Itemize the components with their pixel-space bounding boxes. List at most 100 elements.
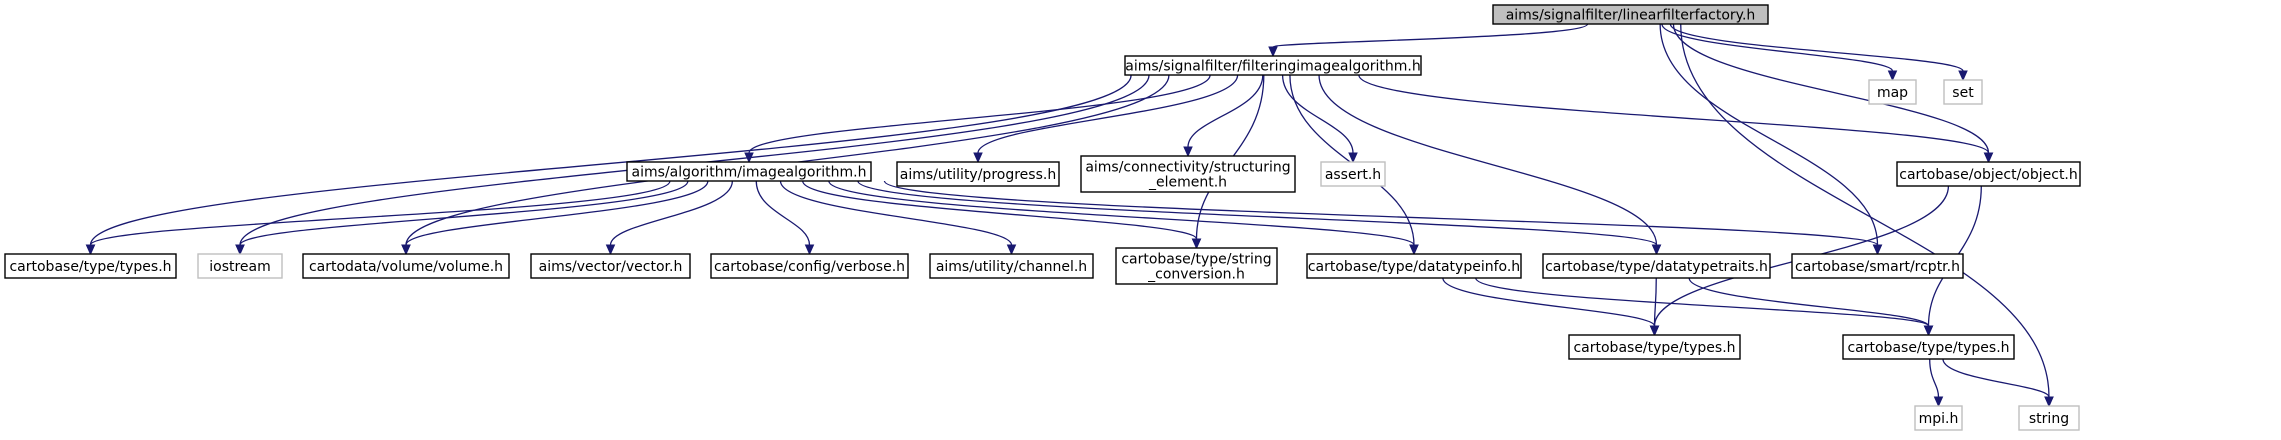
node-box — [1896, 161, 2081, 187]
node-label: cartobase/type/types.h — [9, 259, 171, 275]
edge-ia-to-iostream — [235, 180, 689, 256]
edge-line — [1661, 23, 1894, 72]
edge-line — [1281, 74, 1354, 154]
edge-line — [748, 74, 1211, 154]
edge-arrowhead — [401, 244, 411, 256]
edge-types3-to-mpi — [1929, 358, 1944, 408]
edge-line — [1929, 358, 1940, 398]
edge-arrowhead — [1651, 244, 1662, 256]
node-label: set — [1952, 85, 1974, 101]
edge-line — [802, 180, 1198, 240]
edge-arrowhead — [1887, 70, 1898, 82]
node-box — [1842, 334, 2015, 360]
edge-arrowhead — [1191, 238, 1202, 250]
edge-arrowhead — [1872, 244, 1883, 256]
edge-line — [1187, 74, 1264, 148]
edge-fia-to-progress — [973, 74, 1239, 164]
edge-arrowhead — [1409, 244, 1419, 256]
edge-line — [1442, 277, 1656, 327]
node-set: set — [1943, 79, 1983, 105]
node-ia[interactable]: aims/algorithm/imagealgorithm.h — [626, 161, 872, 182]
edge-fia-to-object — [1358, 74, 1994, 164]
node-label: cartobase/type/types.h — [1847, 340, 2009, 356]
node-box — [530, 253, 691, 279]
edge-line — [1672, 23, 1990, 154]
edge-arrowhead — [1983, 152, 1994, 164]
edge-dttraits-to-types3 — [1688, 277, 1934, 337]
edge-arrowhead — [1268, 46, 1278, 58]
edge-arrowhead — [2044, 396, 2054, 408]
edge-dtinfo-to-types2 — [1442, 277, 1660, 337]
node-label: cartobase/config/verbose.h — [714, 259, 905, 275]
node-label: _element.h — [1148, 175, 1227, 191]
node-dtinfo[interactable]: cartobase/type/datatypeinfo.h — [1306, 253, 1522, 279]
node-box — [896, 161, 1060, 187]
node-box — [1320, 161, 1386, 187]
node-strconv[interactable]: cartobase/type/string_conversion.h — [1115, 247, 1278, 285]
node-box — [197, 253, 283, 279]
node-label: aims/signalfilter/linearfilterfactory.h — [1506, 8, 1756, 24]
edge-fia-to-assert — [1281, 74, 1358, 164]
node-box — [1568, 334, 1741, 360]
nodes-layer: aims/signalfilter/linearfilterfactory.h a… — [4, 4, 2081, 431]
edge-line — [1272, 23, 1589, 48]
edge-arrowhead — [1933, 396, 1944, 408]
node-label: iostream — [209, 259, 271, 275]
edge-fia-to-structel — [1183, 74, 1264, 158]
node-volume[interactable]: cartodata/volume/volume.h — [302, 253, 510, 279]
node-label: aims/utility/progress.h — [900, 167, 1056, 183]
node-types1[interactable]: cartobase/type/types.h — [4, 253, 177, 279]
node-box — [4, 253, 177, 279]
edge-root-to-fia — [1268, 23, 1589, 58]
node-label: aims/connectivity/structuring — [1085, 160, 1290, 176]
edge-dtinfo-to-types3 — [1475, 277, 1934, 337]
edge-ia-to-dtinfo — [828, 180, 1419, 256]
node-vector[interactable]: aims/vector/vector.h — [530, 253, 691, 279]
node-box — [1791, 253, 1964, 279]
node-box — [1868, 79, 1917, 105]
node-progress[interactable]: aims/utility/progress.h — [896, 161, 1060, 187]
node-box — [2018, 405, 2080, 431]
node-rcptr[interactable]: cartobase/smart/rcptr.h — [1791, 253, 1964, 279]
node-label: _conversion.h — [1147, 267, 1245, 283]
edge-line — [1669, 23, 1964, 72]
edge-arrowhead — [235, 244, 245, 256]
node-types2[interactable]: cartobase/type/types.h — [1568, 334, 1741, 360]
node-label: aims/algorithm/imagealgorithm.h — [632, 165, 867, 181]
node-label: cartobase/smart/rcptr.h — [1795, 259, 1960, 275]
node-box — [710, 253, 909, 279]
edge-arrowhead — [85, 244, 96, 256]
edge-line — [1358, 74, 1990, 154]
node-map: map — [1868, 79, 1917, 105]
edge-line — [609, 180, 734, 246]
node-dttraits[interactable]: cartobase/type/datatypetraits.h — [1542, 253, 1771, 279]
edge-line — [857, 180, 1658, 246]
node-object[interactable]: cartobase/object/object.h — [1896, 161, 2081, 187]
node-label: aims/utility/channel.h — [936, 259, 1087, 275]
node-label: aims/vector/vector.h — [539, 259, 683, 275]
node-box — [1943, 79, 1983, 105]
node-label: cartobase/type/types.h — [1573, 340, 1735, 356]
node-label: cartobase/object/object.h — [1899, 167, 2078, 183]
edge-line — [828, 180, 1415, 246]
edge-line — [1659, 23, 1879, 246]
edge-root-to-map — [1661, 23, 1898, 82]
node-box — [1492, 4, 1769, 25]
node-structel[interactable]: aims/connectivity/structuring_element.h — [1080, 155, 1296, 193]
node-root[interactable]: aims/signalfilter/linearfilterfactory.h — [1492, 4, 1769, 25]
node-label: aims/signalfilter/filteringimagealgorith… — [1125, 59, 1421, 75]
node-label: cartobase/type/string — [1121, 252, 1271, 268]
edge-dttraits-to-types2 — [1649, 277, 1660, 337]
edge-line — [1318, 74, 1658, 246]
edge-types3-to-string — [1942, 358, 2054, 408]
edge-arrowhead — [1348, 152, 1358, 164]
node-verbose[interactable]: cartobase/config/verbose.h — [710, 253, 909, 279]
node-types3[interactable]: cartobase/type/types.h — [1842, 334, 2015, 360]
edge-arrowhead — [605, 244, 616, 256]
edge-root-to-rcptr — [1659, 23, 1883, 256]
edge-line — [755, 180, 811, 246]
node-label: cartobase/type/datatypeinfo.h — [1308, 259, 1520, 275]
node-channel[interactable]: aims/utility/channel.h — [929, 253, 1094, 279]
node-box — [302, 253, 510, 279]
node-fia[interactable]: aims/signalfilter/filteringimagealgorith… — [1124, 55, 1422, 76]
